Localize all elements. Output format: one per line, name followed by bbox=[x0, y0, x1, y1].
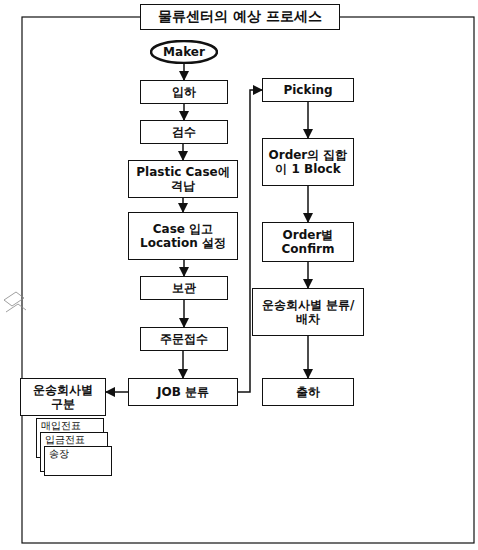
frame-border bbox=[22, 17, 474, 543]
process-box: 운송회사별 분류/배차 bbox=[252, 288, 364, 336]
process-box: Picking bbox=[262, 78, 354, 102]
node-label: JOB 분류 bbox=[157, 385, 209, 399]
process-box: 검수 bbox=[140, 120, 228, 144]
node-label: 운송회사별 분류/배차 bbox=[257, 298, 359, 327]
flow-arrow bbox=[307, 336, 309, 378]
node-label: Maker bbox=[163, 45, 205, 59]
flow-arrow bbox=[106, 391, 128, 393]
node-label: 매입전표 bbox=[41, 420, 81, 432]
flow-arrow bbox=[182, 198, 184, 212]
node-label: Picking bbox=[283, 83, 332, 97]
flow-arrow bbox=[183, 64, 185, 80]
node-label: Order별 Confirm bbox=[267, 228, 349, 257]
flow-arrow bbox=[182, 144, 184, 160]
process-box: 주문접수 bbox=[140, 327, 228, 351]
flow-arrow bbox=[307, 262, 309, 288]
process-box: Order별 Confirm bbox=[262, 222, 354, 262]
flow-arrow bbox=[307, 186, 309, 222]
process-box: 출하 bbox=[262, 378, 354, 406]
node-label: 운송회사별 구분 bbox=[25, 383, 101, 412]
process-box: JOB 분류 bbox=[128, 378, 238, 406]
node-label: 주문접수 bbox=[160, 332, 208, 346]
node-label: 송장 bbox=[49, 448, 69, 460]
process-box: Case 입고 Location 설정 bbox=[128, 212, 238, 260]
process-box: 보관 bbox=[140, 276, 228, 300]
process-box: Plastic Case에 격납 bbox=[128, 160, 238, 198]
sketch-mark bbox=[4, 292, 26, 312]
node-label: 검수 bbox=[172, 125, 196, 139]
start-ellipse: Maker bbox=[150, 40, 218, 64]
document-sheet: 송장 bbox=[44, 446, 112, 476]
process-box: 입하 bbox=[140, 80, 228, 104]
flow-arrow bbox=[182, 351, 184, 378]
title: 물류센터의 예상 프로세스 bbox=[140, 4, 340, 30]
flow-arrow bbox=[238, 90, 262, 392]
node-label: Order의 집합이 1 Block bbox=[267, 148, 349, 177]
flow-arrow bbox=[183, 260, 185, 276]
node-label: 보관 bbox=[172, 281, 196, 295]
flow-arrow bbox=[183, 300, 185, 327]
process-box: Order의 집합이 1 Block bbox=[262, 138, 354, 186]
node-label: Plastic Case에 격납 bbox=[133, 165, 233, 194]
node-label: 입하 bbox=[172, 85, 196, 99]
process-box: 운송회사별 구분 bbox=[20, 378, 106, 416]
node-label: 출하 bbox=[296, 385, 320, 399]
node-label: Case 입고 Location 설정 bbox=[133, 222, 233, 251]
flow-arrow bbox=[307, 102, 309, 138]
node-label: 입금전표 bbox=[45, 434, 85, 446]
flow-arrow bbox=[183, 104, 185, 120]
